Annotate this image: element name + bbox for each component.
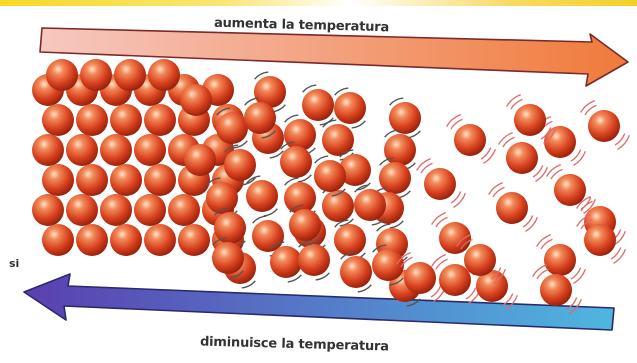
liquid-particle (280, 146, 312, 178)
liquid-particle (216, 112, 248, 144)
liquid-particle (340, 256, 372, 288)
liquid-particle (270, 246, 302, 278)
liquid-particle (284, 119, 316, 151)
liquid-particle (289, 209, 321, 241)
gas-particle (496, 192, 528, 224)
gas-particle (554, 174, 586, 206)
liquid-particle (302, 89, 334, 121)
solid-particle (42, 224, 74, 256)
gas-particle (588, 110, 620, 142)
solid-particle (42, 104, 74, 136)
solid-particle (144, 104, 176, 136)
gas-particle (514, 104, 546, 136)
gas-particle (544, 244, 576, 276)
solid-particle (32, 134, 64, 166)
solid-particle (80, 59, 112, 91)
gas-particle (506, 142, 538, 174)
gas-particle (464, 244, 496, 276)
solid-particle (134, 194, 166, 226)
liquid-particle (389, 102, 421, 134)
gas-particle (540, 274, 572, 306)
solid-particle (42, 164, 74, 196)
liquid-particle (214, 212, 246, 244)
solid-particle (110, 104, 142, 136)
solid-particle (144, 164, 176, 196)
solid-particle (134, 134, 166, 166)
liquid-particle (354, 189, 386, 221)
solid-particle (46, 59, 78, 91)
gas-particle (404, 262, 436, 294)
liquid-particle (372, 249, 404, 281)
solid-particle (144, 224, 176, 256)
liquid-particle (314, 160, 346, 192)
solid-particle (114, 59, 146, 91)
solid-particle (100, 134, 132, 166)
liquid-particle (244, 102, 276, 134)
solid-particle (66, 194, 98, 226)
solid-particle (148, 59, 180, 91)
solid-particle (110, 164, 142, 196)
liquid-particle (334, 92, 366, 124)
solid-particle (76, 224, 108, 256)
liquid-particle (379, 162, 411, 194)
liquid-particle (246, 180, 278, 212)
liquid-particle (224, 149, 256, 181)
solid-particle (180, 84, 212, 116)
gas-particle (454, 124, 486, 156)
solid-particle (184, 144, 216, 176)
solid-particle (76, 164, 108, 196)
solid-particle (32, 194, 64, 226)
solid-particle (100, 194, 132, 226)
particles-layer (32, 59, 629, 313)
gas-particle (439, 222, 471, 254)
gas-particle (424, 168, 456, 200)
liquid-particle (284, 182, 316, 214)
liquid-particle (252, 220, 284, 252)
solid-particle (110, 224, 142, 256)
liquid-particle (334, 224, 366, 256)
solid-particle (168, 194, 200, 226)
liquid-particle (212, 242, 244, 274)
liquid-particle (298, 244, 330, 276)
liquid-particle (384, 134, 416, 166)
decrease-temperature-arrow (24, 274, 614, 330)
solid-particle (66, 134, 98, 166)
gas-particle (584, 224, 616, 256)
gas-particle (439, 264, 471, 296)
solid-particle (178, 224, 210, 256)
side-mark: si (9, 257, 19, 270)
solid-particle (76, 104, 108, 136)
